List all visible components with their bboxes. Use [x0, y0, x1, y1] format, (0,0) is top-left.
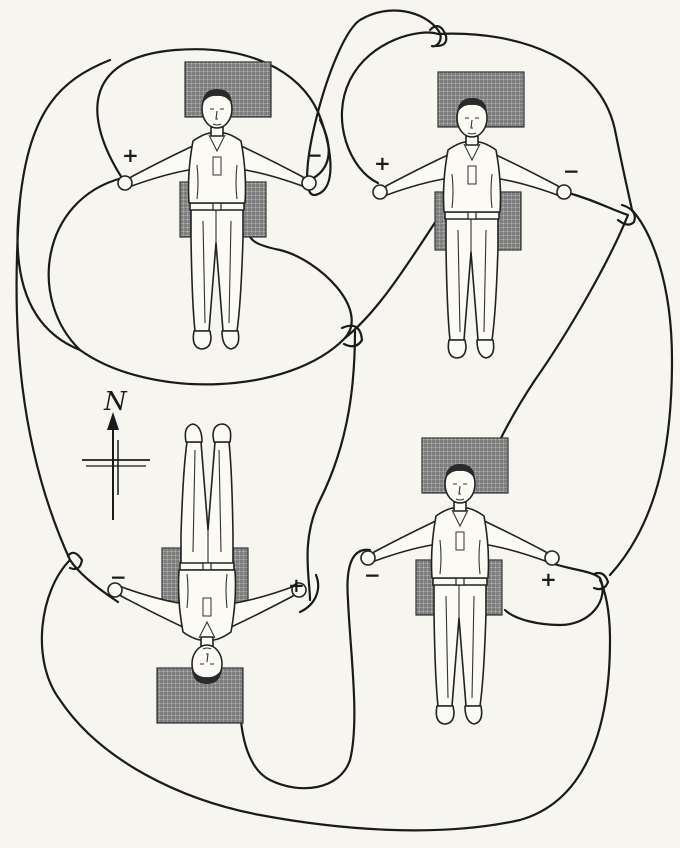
figure-top-right — [373, 98, 571, 358]
wire-loop-knots — [68, 26, 635, 589]
sign-top-right-right: − — [563, 159, 580, 183]
sign-top-left-left: + — [122, 143, 139, 167]
sign-top-left-right: − — [306, 143, 323, 167]
compass-rose: N — [82, 387, 150, 520]
figure-bottom-left — [108, 424, 306, 684]
compass-north-label: N — [103, 387, 128, 417]
figure-top-left — [118, 89, 316, 349]
wire-bottom-left-loop — [42, 560, 610, 830]
sign-bottom-right-left: − — [364, 563, 381, 587]
sign-bottom-right-right: + — [540, 567, 557, 591]
wire-left-outer — [17, 60, 110, 560]
sign-bottom-left-left: − — [110, 565, 127, 589]
sign-top-right-left: + — [374, 151, 391, 175]
sign-bottom-left-right: + — [288, 573, 305, 597]
figure-bottom-right — [361, 464, 559, 724]
